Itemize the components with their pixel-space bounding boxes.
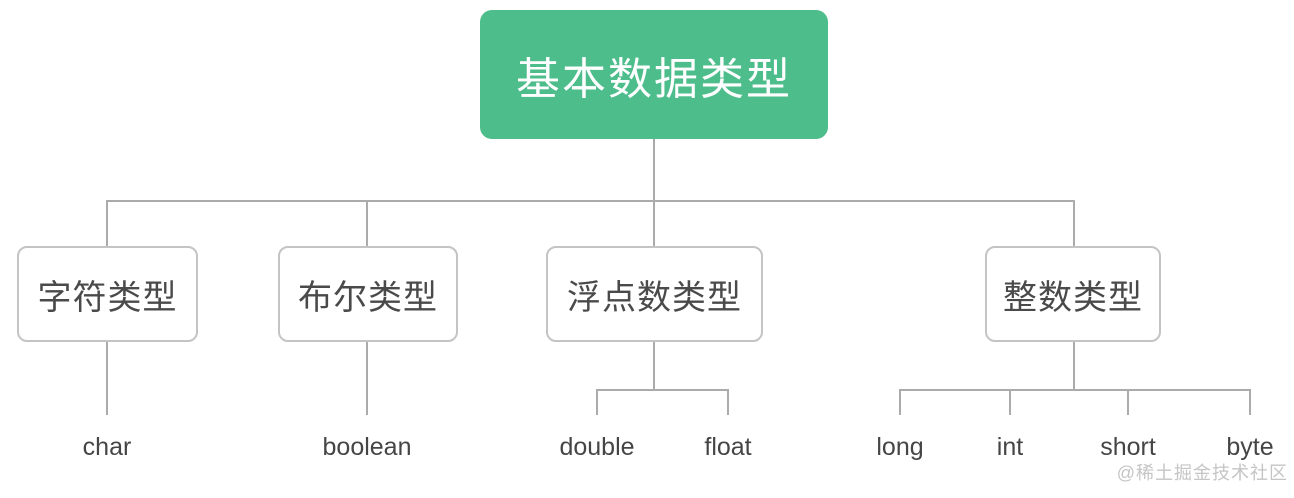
node-integer-type[interactable]: 整数类型: [985, 246, 1161, 342]
connector-drop-short: [1127, 389, 1129, 415]
connector-drop-byte: [1249, 389, 1251, 415]
root-node[interactable]: 基本数据类型: [480, 10, 828, 139]
node-floating-point-type[interactable]: 浮点数类型: [546, 246, 763, 342]
watermark: @稀土掘金技术社区: [1116, 463, 1288, 483]
node-floating-point-type-label: 浮点数类型: [567, 278, 742, 317]
node-boolean-type[interactable]: 布尔类型: [278, 246, 458, 342]
connector-drop-double: [596, 389, 598, 415]
node-boolean-type-label: 布尔类型: [298, 278, 438, 317]
leaf-int[interactable]: int: [996, 433, 1024, 461]
leaf-long[interactable]: long: [876, 433, 924, 461]
root-node-label: 基本数据类型: [516, 54, 792, 104]
connector-drop-int-type: [1073, 200, 1075, 246]
connector-level1-bus: [107, 200, 1075, 202]
connector-float-bus: [597, 389, 729, 391]
connector-drop-long: [899, 389, 901, 415]
leaf-char[interactable]: char: [82, 433, 132, 461]
leaf-boolean[interactable]: boolean: [322, 433, 412, 461]
connector-root-stem: [653, 139, 655, 201]
connector-drop-int: [1009, 389, 1011, 415]
connector-boolean-leaf: [366, 342, 368, 415]
connector-drop-float: [727, 389, 729, 415]
connector-drop-char-type: [106, 200, 108, 246]
node-char-type[interactable]: 字符类型: [17, 246, 198, 342]
connector-drop-float-type: [653, 200, 655, 246]
connector-int-bus: [899, 389, 1251, 391]
node-char-type-label: 字符类型: [37, 278, 178, 317]
leaf-short[interactable]: short: [1100, 433, 1156, 461]
leaf-byte[interactable]: byte: [1226, 433, 1274, 461]
connector-drop-bool-type: [366, 200, 368, 246]
connector-float-stem: [653, 342, 655, 390]
leaf-float[interactable]: float: [704, 433, 752, 461]
node-integer-type-label: 整数类型: [1003, 278, 1143, 317]
leaf-double[interactable]: double: [559, 433, 635, 461]
connector-int-stem: [1073, 342, 1075, 390]
connector-char-leaf: [106, 342, 108, 415]
